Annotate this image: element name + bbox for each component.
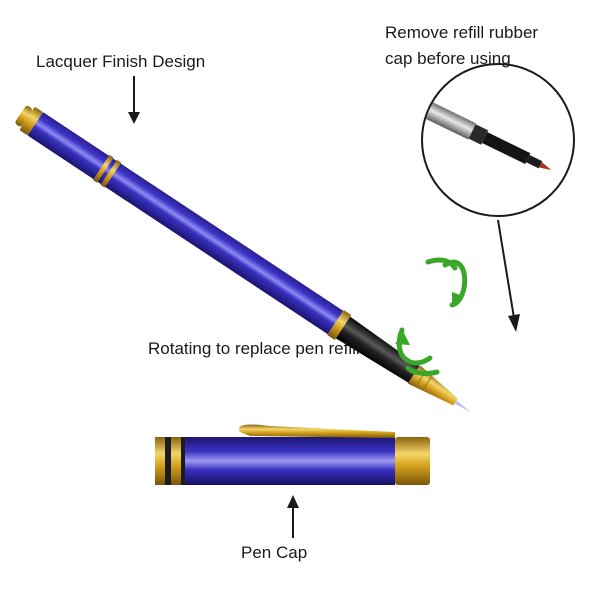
lacquer-finish-label: Lacquer Finish Design [36, 52, 206, 71]
pen-cap-label: Pen Cap [241, 543, 308, 562]
pen-cap-clip [238, 424, 395, 438]
cap-pointer-arrow [287, 495, 299, 538]
barrel-gold-ring [327, 310, 352, 341]
pen-barrel [27, 112, 344, 335]
refill-note-line1: Remove refill rubber [385, 23, 539, 42]
refill-rubber-cap [482, 132, 531, 164]
rotate-refill-label: Rotating to replace pen refill [148, 339, 360, 358]
pen-end-finial [15, 105, 32, 127]
refill-note-line2: cap before using [385, 49, 511, 68]
refill-tube [423, 97, 477, 140]
lacquer-pointer-arrow [128, 76, 140, 124]
circular-rotate-arrows-icon [395, 257, 468, 376]
refill-detail-inset [421, 63, 575, 217]
refill-pointer-arrow [497, 219, 520, 332]
pen-tip [454, 400, 471, 412]
pen-body [15, 105, 471, 412]
pen-cap-barrel [185, 437, 395, 485]
pen-cap [155, 424, 430, 485]
pen-grip [335, 316, 420, 383]
